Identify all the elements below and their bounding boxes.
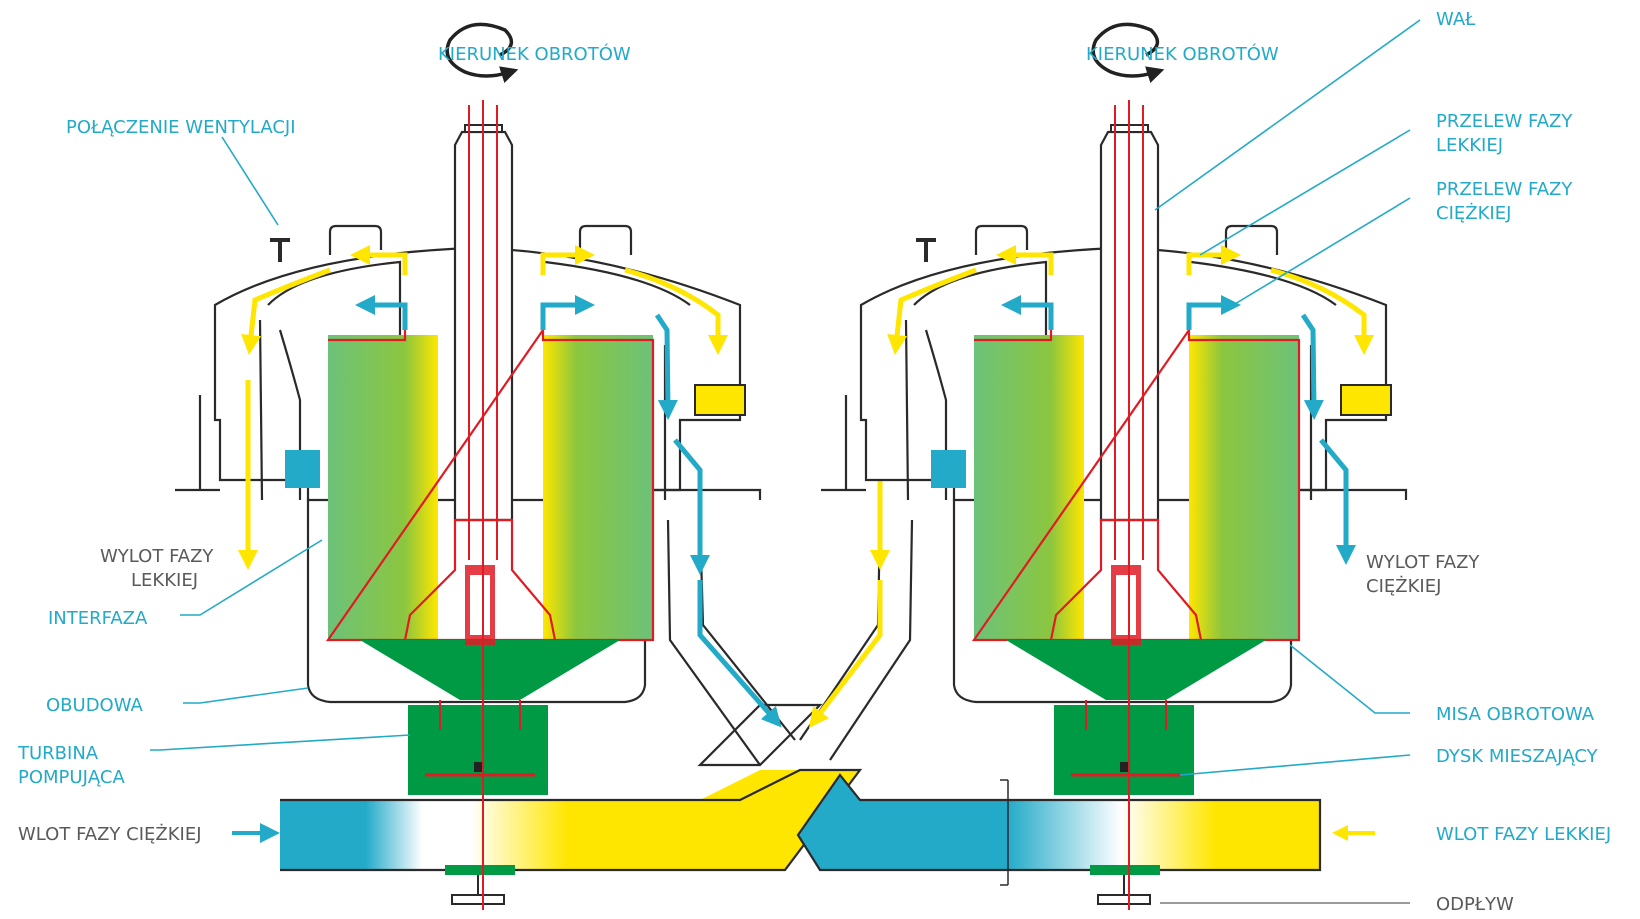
label-mixing-disc: DYSK MIESZAJĄCY [1436,746,1599,767]
label-pump-turbine-1: TURBINA [17,743,99,764]
label-vent-connection: POŁĄCZENIE WENTYLACJI [66,117,296,138]
label-heavy-inlet: WLOT FAZY CIĘŻKIEJ [18,824,202,845]
labels: KIERUNEK OBROTÓW KIERUNEK OBROTÓW POŁĄCZ… [17,9,1611,915]
label-heavy-overflow-1: PRZELEW FAZY [1436,179,1573,200]
label-drain: ODPŁYW [1436,894,1514,915]
rotation-arrow-icon [445,22,519,83]
label-rotation-left: KIERUNEK OBROTÓW [438,43,631,65]
leader-lines [150,19,1421,904]
right-contactor-unit [821,22,1408,910]
label-light-outlet-2: LEKKIEJ [131,570,198,591]
label-pump-turbine-2: POMPUJĄCA [18,767,125,788]
label-rotation-right: KIERUNEK OBROTÓW [1086,43,1279,65]
label-shaft: WAŁ [1436,9,1476,30]
label-housing: OBUDOWA [46,695,144,716]
label-interphase: INTERFAZA [48,608,148,629]
inlet-pipes [280,703,1322,905]
label-rotating-bowl: MISA OBROTOWA [1436,704,1595,725]
label-heavy-outlet-2: CIĘŻKIEJ [1366,576,1441,597]
label-light-inlet: WLOT FAZY LEKKIEJ [1436,824,1611,845]
label-light-overflow-1: PRZELEW FAZY [1436,111,1573,132]
label-light-outlet-1: WYLOT FAZY [100,546,214,567]
label-heavy-outlet-1: WYLOT FAZY [1366,552,1480,573]
label-light-overflow-2: LEKKIEJ [1436,135,1503,156]
left-contactor-unit [175,22,890,910]
label-heavy-overflow-2: CIĘŻKIEJ [1436,203,1511,224]
rotation-arrow-icon [1091,22,1165,83]
